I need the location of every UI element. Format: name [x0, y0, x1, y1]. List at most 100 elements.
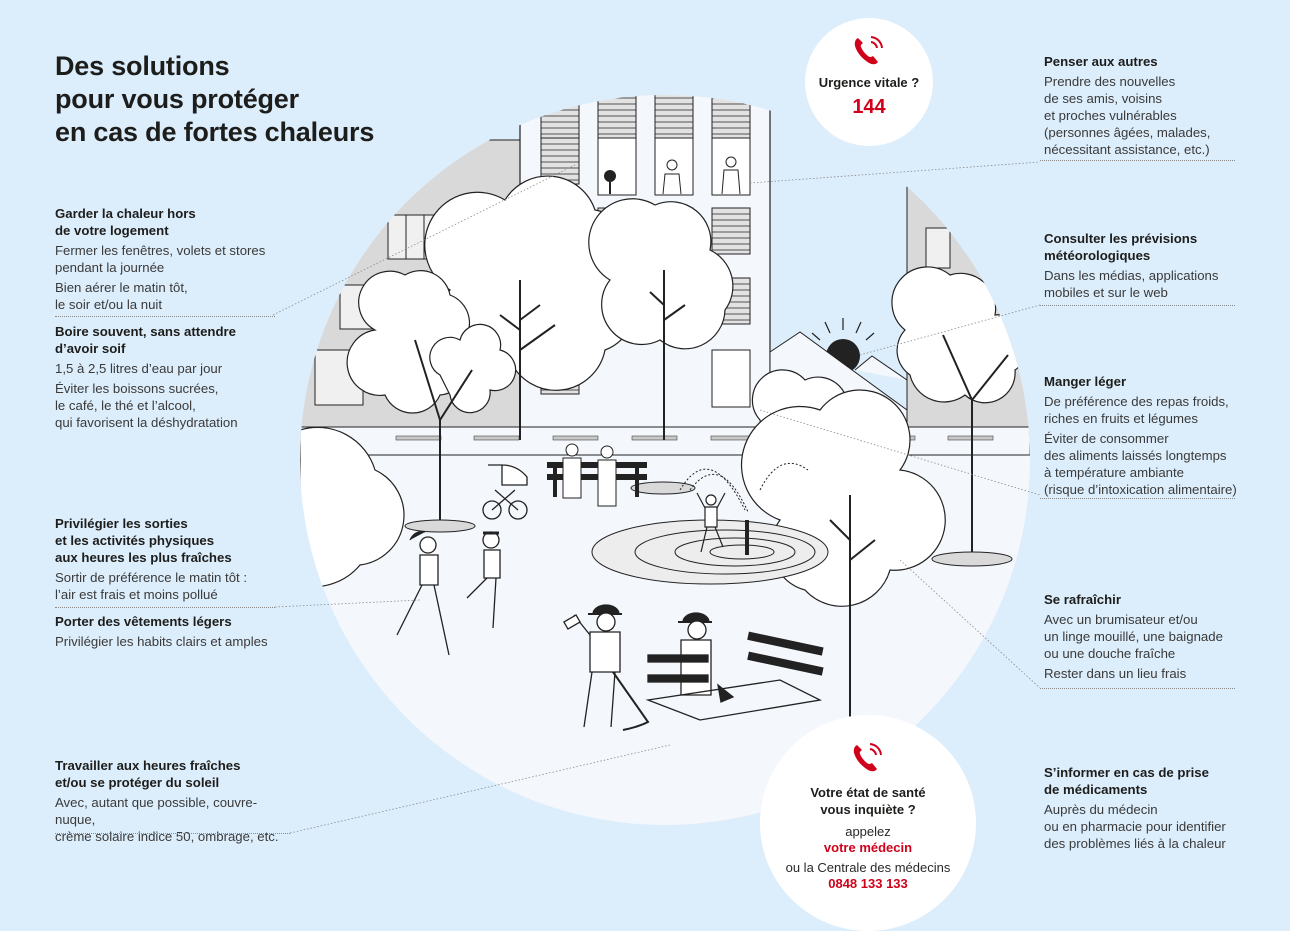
- tip-heading: Garder la chaleur hors de votre logement: [55, 205, 295, 239]
- workers: [563, 604, 824, 731]
- doctor-number[interactable]: 0848 133 133: [828, 876, 908, 891]
- phone-icon: [854, 36, 883, 65]
- text-line: ou une douche fraîche: [1044, 646, 1176, 661]
- text-line: le café, le thé et l’alcool,: [55, 398, 196, 413]
- doctor-question: Votre état de santé vous inquiète ?: [760, 784, 976, 818]
- tip-heading: Boire souvent, sans attendre d’avoir soi…: [55, 323, 295, 357]
- splash-pad: [591, 519, 829, 585]
- title-line: pour vous protéger: [55, 84, 299, 114]
- heading-line: Consulter les prévisions: [1044, 231, 1198, 246]
- tip-drink-often: Boire souvent, sans attendre d’avoir soi…: [55, 323, 295, 434]
- text-line: et proches vulnérables: [1044, 108, 1177, 123]
- tip-text: De préférence des repas froids, riches e…: [1044, 393, 1284, 427]
- text-line: qui favorisent la déshydratation: [55, 415, 238, 430]
- tip-heading: Manger léger: [1044, 373, 1284, 390]
- tip-text: Avec un brumisateur et/ou un linge mouil…: [1044, 611, 1284, 662]
- text-line: Prendre des nouvelles: [1044, 74, 1176, 89]
- tip-think-of-others: Penser aux autres Prendre des nouvelles …: [1044, 53, 1284, 161]
- text-line: 1,5 à 2,5 litres d’eau par jour: [55, 361, 223, 376]
- emergency-number[interactable]: 144: [852, 96, 886, 118]
- text-line: des problèmes liés à la chaleur: [1044, 836, 1226, 851]
- heading-line: Garder la chaleur hors: [55, 206, 196, 221]
- divider: [1040, 305, 1235, 306]
- tip-text: 1,5 à 2,5 litres d’eau par jour: [55, 360, 295, 377]
- divider: [55, 833, 290, 834]
- heading-line: et/ou se protéger du soleil: [55, 775, 220, 790]
- tip-text: Fermer les fenêtres, volets et stores pe…: [55, 242, 295, 276]
- tip-cool-down: Se rafraîchir Avec un brumisateur et/ou …: [1044, 591, 1284, 685]
- tip-eat-light: Manger léger De préférence des repas fro…: [1044, 373, 1284, 501]
- text-line: Rester dans un lieu frais: [1044, 666, 1187, 681]
- text-line: ou en pharmacie pour identifier: [1044, 819, 1226, 834]
- text-line: Éviter de consommer: [1044, 431, 1169, 446]
- heading-line: S’informer en cas de prise: [1044, 765, 1209, 780]
- tip-heading: Se rafraîchir: [1044, 591, 1284, 608]
- divider: [1040, 498, 1235, 499]
- text-line: Bien aérer le matin tôt,: [55, 280, 188, 295]
- text-line: Éviter les boissons sucrées,: [55, 381, 219, 396]
- page-title: Des solutions pour vous protéger en cas …: [55, 50, 374, 149]
- heading-line: aux heures les plus fraîches: [55, 550, 232, 565]
- heading-line: Manger léger: [1044, 374, 1127, 389]
- tip-text: Dans les médias, applications mobiles et…: [1044, 267, 1284, 301]
- divider: [55, 607, 275, 608]
- tip-text: Éviter les boissons sucrées, le café, le…: [55, 380, 295, 431]
- tip-text: Bien aérer le matin tôt, le soir et/ou l…: [55, 279, 295, 313]
- tip-text: Éviter de consommer des aliments laissés…: [1044, 430, 1284, 498]
- heading-line: de médicaments: [1044, 782, 1148, 797]
- text-line: pendant la journée: [55, 260, 165, 275]
- tip-heading: Travailler aux heures fraîches et/ou se …: [55, 757, 295, 791]
- tip-heading: Consulter les prévisions météorologiques: [1044, 230, 1284, 264]
- text-line: des aliments laissés longtemps: [1044, 448, 1227, 463]
- divider: [1040, 160, 1235, 161]
- text-line: Fermer les fenêtres, volets et stores: [55, 243, 266, 258]
- text-line: un linge mouillé, une baignade: [1044, 629, 1223, 644]
- text-line: mobiles et sur le web: [1044, 285, 1168, 300]
- divider: [1040, 688, 1235, 689]
- text-line: nécessitant assistance, etc.): [1044, 142, 1210, 157]
- heading-line: météorologiques: [1044, 248, 1151, 263]
- text-line: le soir et/ou la nuit: [55, 297, 163, 312]
- doctor-or-label: ou la Centrale des médecins: [785, 860, 951, 875]
- bench: [547, 443, 647, 507]
- emergency-question: Urgence vitale ?: [818, 75, 920, 90]
- emergency-bubble: Urgence vitale ? 144: [805, 18, 933, 146]
- text-line: Privilégier les habits clairs et amples: [55, 634, 268, 649]
- tip-medication-info: S’informer en cas de prise de médicament…: [1044, 764, 1284, 855]
- text-line: l’air est frais et moins pollué: [55, 587, 218, 602]
- text-line: de ses amis, voisins: [1044, 91, 1162, 106]
- tree: [300, 175, 1030, 607]
- title-line: en cas de fortes chaleurs: [55, 117, 375, 147]
- tip-text: Auprès du médecin ou en pharmacie pour i…: [1044, 801, 1284, 852]
- text-line: Avec un brumisateur et/ou: [1044, 612, 1198, 627]
- text-line: Auprès du médecin: [1044, 802, 1158, 817]
- heading-line: Privilégier les sorties: [55, 516, 188, 531]
- phone-icon: [853, 743, 882, 772]
- heading-line: de votre logement: [55, 223, 169, 238]
- tip-work-cool-hours: Travailler aux heures fraîches et/ou se …: [55, 757, 295, 848]
- tip-text: Rester dans un lieu frais: [1044, 665, 1284, 682]
- heading-line: Se rafraîchir: [1044, 592, 1121, 607]
- pram: [482, 464, 528, 520]
- heading-line: Porter des vêtements légers: [55, 614, 232, 629]
- tip-heading: Penser aux autres: [1044, 53, 1284, 70]
- text-line: Dans les médias, applications: [1044, 268, 1219, 283]
- tip-heading: S’informer en cas de prise de médicament…: [1044, 764, 1284, 798]
- doctor-bubble: Votre état de santé vous inquiète ? appe…: [760, 715, 976, 931]
- question-line: Votre état de santé: [810, 785, 926, 800]
- joggers: [396, 531, 501, 656]
- leader-lines: [272, 161, 1041, 834]
- tip-keep-heat-out: Garder la chaleur hors de votre logement…: [55, 205, 295, 316]
- title-line: Des solutions: [55, 51, 230, 81]
- tip-text: Sortir de préférence le matin tôt : l’ai…: [55, 569, 295, 603]
- heading-line: d’avoir soif: [55, 341, 126, 356]
- doctor-call-label: appelez: [845, 824, 891, 839]
- tip-heading: Porter des vêtements légers: [55, 613, 295, 630]
- tip-text: Privilégier les habits clairs et amples: [55, 633, 295, 650]
- divider: [55, 316, 275, 317]
- text-line: à température ambiante: [1044, 465, 1185, 480]
- doctor-who: votre médecin: [823, 840, 913, 855]
- text-line: Sortir de préférence le matin tôt :: [55, 570, 248, 585]
- city-illustration: [272, 95, 1041, 834]
- tip-heading: Privilégier les sorties et les activités…: [55, 515, 295, 566]
